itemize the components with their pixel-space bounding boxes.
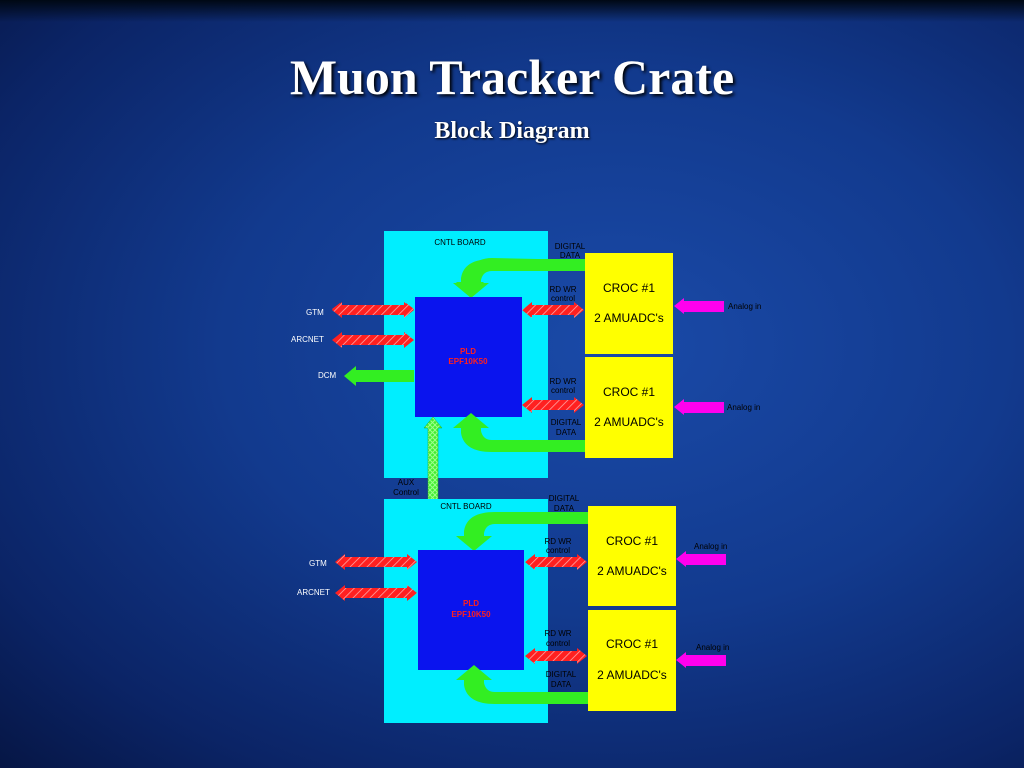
top-croc-2-sub: 2 AMUADC's [594, 415, 664, 429]
bottom-analog-in-2 [676, 652, 726, 668]
top-rdwr-1a: RD WR [549, 285, 576, 294]
bottom-rdwr-bus-2 [525, 648, 587, 664]
top-analog-in-1-label: Analog in [728, 302, 761, 311]
bottom-croc-1-name: CROC #1 [606, 534, 658, 548]
top-dark-band [0, 0, 1024, 22]
top-pld-chip [415, 297, 522, 417]
top-digital-data-2a: DIGITAL [551, 418, 582, 427]
top-rdwr-1b: control [551, 294, 575, 303]
bottom-digital-data-bus-2 [456, 665, 588, 704]
slide-title: Muon Tracker Crate [289, 49, 735, 105]
top-digital-data-1b: DATA [560, 251, 581, 260]
top-croc-1-name: CROC #1 [603, 281, 655, 295]
top-rdwr-bus-2 [522, 397, 584, 413]
bottom-analog-in-2-label: Analog in [696, 643, 729, 652]
bottom-arcnet-label: ARCNET [297, 588, 330, 597]
bottom-pld-chip [418, 550, 524, 670]
bottom-digital-data-2b: DATA [551, 680, 572, 689]
bottom-croc-2 [588, 610, 676, 711]
bottom-analog-in-1-label: Analog in [694, 542, 727, 551]
bottom-digital-data-2a: DIGITAL [546, 670, 577, 679]
top-croc-1-sub: 2 AMUADC's [594, 311, 664, 325]
bottom-gtm-bus [335, 554, 417, 570]
top-rdwr-bus-1 [522, 302, 584, 318]
top-digital-data-bus-1-body [453, 259, 585, 298]
aux-label-a: AUX [398, 478, 415, 487]
top-rdwr-2a: RD WR [549, 377, 576, 386]
top-analog-in-2-label: Analog in [727, 403, 760, 412]
top-gtm-label: GTM [306, 308, 324, 317]
slide-subtitle: Block Diagram [434, 118, 590, 144]
top-dcm-bus [344, 366, 414, 386]
bottom-rdwr-1b: control [546, 546, 570, 555]
top-dcm-label: DCM [318, 371, 337, 380]
bottom-section: CNTL BOARD DIGITAL DATA PLD EPF10K50 GTM… [297, 494, 729, 723]
top-croc-2-name: CROC #1 [603, 385, 655, 399]
top-section: CNTL BOARD DIGITAL DATA PLD EPF10K50 GTM… [291, 231, 761, 478]
bottom-croc-1 [588, 506, 676, 606]
bottom-rdwr-1a: RD WR [544, 537, 571, 546]
top-analog-in-1 [674, 298, 724, 314]
bottom-analog-in-1 [676, 551, 726, 567]
bottom-digital-data-bus-1 [456, 512, 588, 551]
bottom-croc-1-sub: 2 AMUADC's [597, 564, 667, 578]
bottom-cntl-board-label: CNTL BOARD [440, 502, 491, 511]
bottom-rdwr-2a: RD WR [544, 629, 571, 638]
bottom-digital-data-1b: DATA [554, 504, 575, 513]
bottom-croc-2-name: CROC #1 [606, 637, 658, 651]
top-analog-in-2 [674, 399, 724, 415]
bottom-croc-2-sub: 2 AMUADC's [597, 668, 667, 682]
top-arcnet-label: ARCNET [291, 335, 324, 344]
top-arcnet-bus [332, 332, 414, 348]
bottom-gtm-label: GTM [309, 559, 327, 568]
top-cntl-board-label: CNTL BOARD [434, 238, 485, 247]
bottom-rdwr-2b: control [546, 639, 570, 648]
top-digital-data-1a: DIGITAL [555, 242, 586, 251]
aux-label-b: Control [393, 488, 419, 497]
top-digital-data-bus-2 [453, 413, 585, 452]
bottom-pld-part: EPF10K50 [451, 610, 491, 619]
bottom-pld-name: PLD [463, 599, 479, 608]
bottom-rdwr-bus-1 [525, 554, 587, 570]
bottom-digital-data-1a: DIGITAL [549, 494, 580, 503]
top-rdwr-2b: control [551, 386, 575, 395]
top-pld-name: PLD [460, 347, 476, 356]
top-croc-1 [585, 253, 673, 354]
bottom-arcnet-bus [335, 585, 417, 601]
top-pld-part: EPF10K50 [448, 357, 488, 366]
top-croc-2 [585, 357, 673, 458]
top-gtm-bus-thick [332, 302, 414, 318]
top-digital-data-2b: DATA [556, 428, 577, 437]
